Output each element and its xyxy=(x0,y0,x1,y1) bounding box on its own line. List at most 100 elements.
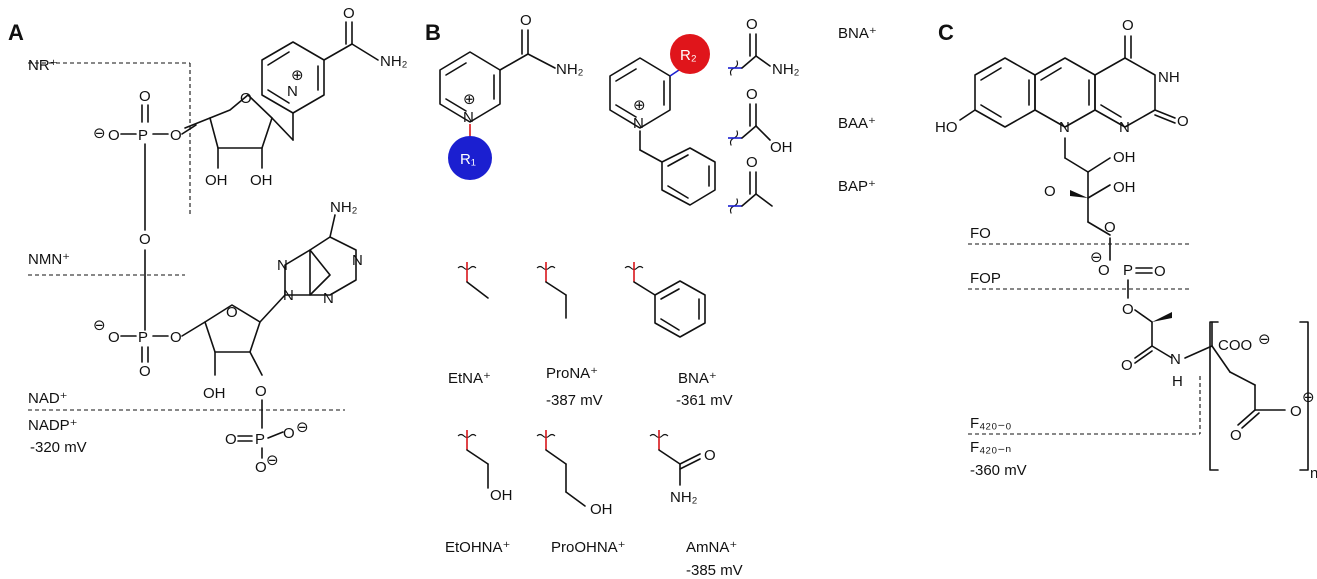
deazaflavin-ring-c xyxy=(1094,57,1156,128)
svg-text:⊖: ⊖ xyxy=(266,452,279,469)
svg-text:N: N xyxy=(1059,119,1070,136)
r2-label: R₂ xyxy=(680,47,697,64)
phosphate-2-p: P xyxy=(138,329,148,346)
phosphate-1-p: P xyxy=(138,127,148,144)
r1-label: R₁ xyxy=(460,151,476,168)
ribose-2 xyxy=(204,304,261,353)
amide-nh2: NH₂ xyxy=(380,53,408,70)
svg-text:O: O xyxy=(1121,357,1133,374)
svg-text:O: O xyxy=(704,447,716,464)
phosphate-1-minus: ⊖ xyxy=(93,125,106,142)
scaffold-r2-ring xyxy=(609,57,671,129)
f420-potential: -360 mV xyxy=(970,462,1027,479)
svg-text:O: O xyxy=(746,86,758,103)
amide-h: H xyxy=(1172,373,1183,390)
r1-hydroxyethyl: OH xyxy=(457,430,513,504)
svg-text:OH: OH xyxy=(205,172,228,189)
svg-text:O: O xyxy=(1098,262,1110,279)
r2-group-acid: O OH xyxy=(728,86,793,156)
svg-text:OH: OH xyxy=(770,139,793,156)
f420-0-label: F₄₂₀₋₀ xyxy=(970,415,1011,432)
analog-name-4: EtOHNA⁺ xyxy=(445,539,510,556)
r2-group-label-3: BAP⁺ xyxy=(838,178,876,195)
svg-text:O: O xyxy=(1104,219,1116,236)
analog-name-1: EtNA⁺ xyxy=(448,370,491,387)
glutamate-coo: COO xyxy=(1218,337,1252,354)
panel-c-label: C xyxy=(938,20,954,45)
deazaflavin-nh: NH xyxy=(1158,69,1180,86)
svg-text:O: O xyxy=(1230,427,1242,444)
svg-text:OH: OH xyxy=(490,487,513,504)
r1-propyl xyxy=(536,262,567,319)
r2-group-label-1: BNA⁺ xyxy=(838,25,877,42)
svg-text:O: O xyxy=(343,5,355,22)
r1-ethyl xyxy=(457,262,489,299)
svg-text:⊕: ⊕ xyxy=(463,91,476,108)
svg-text:N: N xyxy=(352,252,363,269)
f420-n-label: F₄₂₀₋ₙ xyxy=(970,439,1011,456)
ring-plus-charge: ⊕ xyxy=(291,67,304,84)
phosphate-2-minus: ⊖ xyxy=(93,317,106,334)
r2-group-ketone: O xyxy=(728,154,773,214)
svg-text:O: O xyxy=(225,431,237,448)
svg-text:N: N xyxy=(633,115,644,132)
adenine-pyrimidine xyxy=(309,236,357,296)
nadp-label: NADP⁺ xyxy=(28,417,78,434)
adenine-imidazole xyxy=(284,249,331,296)
ring-nitrogen: N xyxy=(287,83,298,100)
svg-text:O: O xyxy=(108,127,120,144)
svg-text:O: O xyxy=(1044,183,1056,200)
svg-text:N: N xyxy=(463,109,474,126)
svg-text:O: O xyxy=(1290,403,1302,420)
analog-potential-3: -361 mV xyxy=(676,392,733,409)
scaffold-r1-ring xyxy=(439,51,501,123)
svg-text:⊖: ⊖ xyxy=(1258,331,1271,348)
svg-text:NH₂: NH₂ xyxy=(670,489,698,506)
deazaflavin-ring-b xyxy=(1034,57,1096,128)
repeat-n: n xyxy=(1310,465,1317,482)
svg-text:⊕: ⊕ xyxy=(633,97,646,114)
svg-text:N: N xyxy=(277,257,288,274)
svg-text:O: O xyxy=(255,383,267,400)
panel-c: C N N NH O O HO OH O OH OH O xyxy=(935,17,1317,482)
nadp-potential: -320 mV xyxy=(30,439,87,456)
svg-text:O: O xyxy=(1122,17,1134,34)
svg-text:N: N xyxy=(323,290,334,307)
panel-b-label: B xyxy=(425,20,441,45)
svg-text:O: O xyxy=(226,304,238,321)
nmn-label: NMN⁺ xyxy=(28,251,70,268)
analog-name-3: BNA⁺ xyxy=(678,370,717,387)
analog-potential-6: -385 mV xyxy=(686,562,743,579)
nr-label: NR⁺ xyxy=(28,57,58,74)
pyridinium-ring xyxy=(261,41,325,114)
svg-text:⊖: ⊖ xyxy=(1090,249,1103,266)
svg-text:O: O xyxy=(170,127,182,144)
svg-text:O: O xyxy=(746,16,758,33)
nad-label: NAD⁺ xyxy=(28,390,68,407)
repeat-bracket-right xyxy=(1299,321,1309,471)
analog-name-2: ProNA⁺ xyxy=(546,365,598,382)
deazaflavin-ring-a xyxy=(974,57,1036,128)
svg-text:OH: OH xyxy=(590,501,613,518)
svg-text:O: O xyxy=(170,329,182,346)
panel-a: A NR⁺ NMN⁺ NAD⁺ NADP⁺ -320 mV N ⊕ O NH₂ … xyxy=(8,5,408,476)
svg-text:O: O xyxy=(255,459,267,476)
svg-text:OH: OH xyxy=(1113,179,1136,196)
r2-group-amide: O NH₂ xyxy=(728,16,800,78)
r1-substituent-sphere xyxy=(448,136,492,180)
analog-name-6: AmNA⁺ xyxy=(686,539,737,556)
svg-text:P: P xyxy=(255,431,265,448)
panel-a-label: A xyxy=(8,20,24,45)
r2-group-label-2: BAA⁺ xyxy=(838,115,876,132)
r1-benzyl xyxy=(624,262,706,338)
adenine-nh2: NH₂ xyxy=(330,199,358,216)
svg-text:O: O xyxy=(283,425,295,442)
r1-hydroxypropyl: OH xyxy=(536,430,613,518)
svg-text:P: P xyxy=(1123,262,1133,279)
analog-potential-2: -387 mV xyxy=(546,392,603,409)
svg-text:O: O xyxy=(1177,113,1189,130)
svg-text:N: N xyxy=(1119,119,1130,136)
svg-text:O: O xyxy=(108,329,120,346)
svg-text:O: O xyxy=(139,363,151,380)
